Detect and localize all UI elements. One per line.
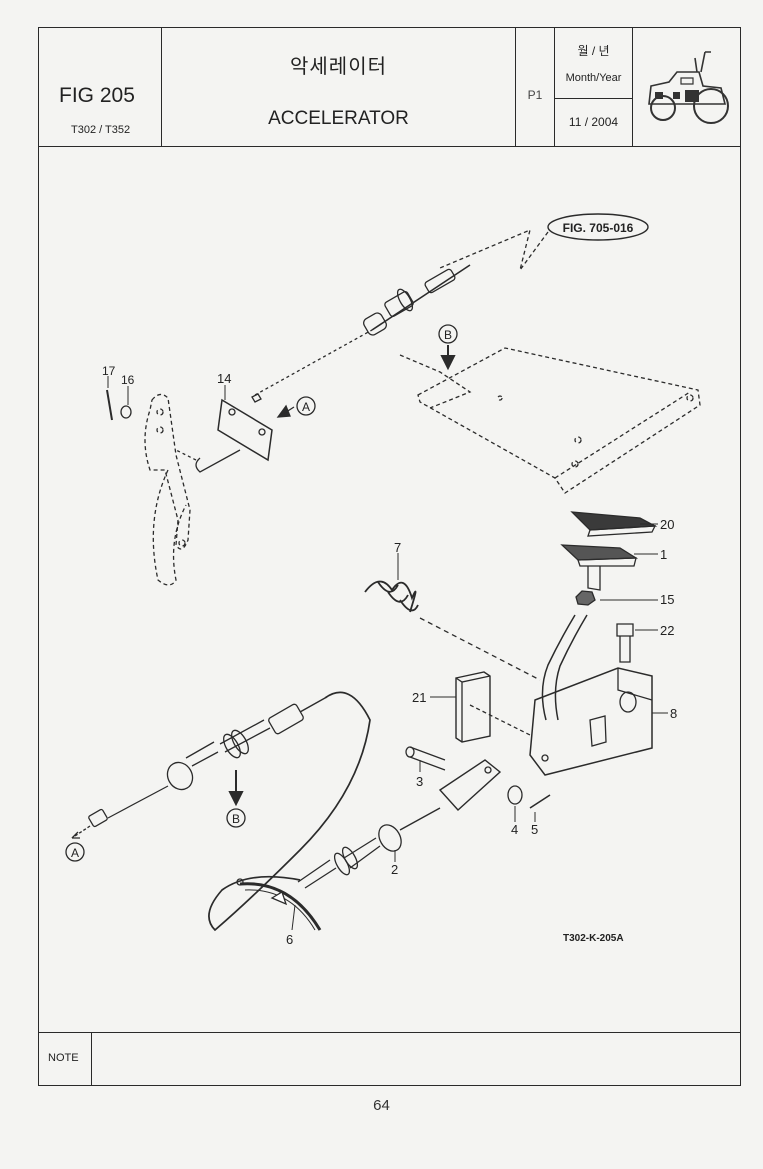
revision-date: 11 / 2004 (568, 115, 619, 129)
cable-loop (208, 691, 371, 932)
label-15: 15 (660, 592, 674, 607)
title-korean: 악세레이터 (290, 56, 387, 78)
split-pin-17 (106, 389, 113, 421)
label-6: 6 (286, 932, 293, 947)
label-4: 4 (511, 822, 518, 837)
upper-cable-assembly (251, 264, 471, 403)
title-cell: 악세레이터 ACCELERATOR (162, 28, 516, 146)
label-3: 3 (416, 774, 423, 789)
return-spring-7 (364, 580, 541, 681)
part-leader-lines (107, 376, 668, 931)
bolt-22 (616, 623, 634, 663)
title-english: ACCELERATOR (268, 108, 409, 129)
label-5: 5 (531, 822, 538, 837)
pedal-bracket-8 (529, 667, 653, 776)
pedal-arm (541, 614, 588, 721)
view-marker-a-upper: A (296, 396, 316, 416)
page-code: P1 (527, 88, 543, 102)
pedal-plate-1 (560, 544, 639, 591)
throttle-cable-2 (297, 807, 441, 889)
reference-leader (439, 228, 549, 271)
throttle-lever (144, 393, 191, 586)
block-leader (469, 704, 531, 736)
block-21 (455, 671, 491, 743)
fig-number: FIG 205 (59, 84, 135, 107)
nut-15 (575, 590, 596, 606)
label-16: 16 (121, 373, 135, 387)
label-21: 21 (412, 690, 426, 705)
cable-clip-6 (236, 878, 322, 931)
pedal-pad-20 (570, 511, 658, 537)
label-22: 22 (660, 623, 674, 638)
label-2: 2 (391, 862, 398, 877)
month-year-korean: 월 / 년 (577, 44, 610, 58)
washer-16 (120, 405, 132, 419)
note-label: NOTE (39, 1033, 92, 1085)
label-17: 17 (102, 364, 116, 378)
view-arrow-a-upper (276, 404, 295, 418)
part-labels: 14 17 16 20 1 15 22 8 21 7 3 4 5 2 6 (102, 364, 677, 947)
view-marker-a-lower: A (65, 842, 85, 862)
view-marker-b-upper: B (438, 324, 458, 344)
fig-reference-text: FIG. 705-016 (563, 221, 634, 235)
label-14: 14 (217, 371, 231, 386)
page-code-cell: P1 (516, 28, 555, 146)
clevis-pin-3 (405, 746, 446, 771)
view-marker-b-lower: B (226, 808, 246, 828)
fig-cell: FIG 205 T302 / T352 (39, 28, 162, 146)
washer-4 (507, 785, 523, 805)
label-1: 1 (660, 547, 667, 562)
split-pin-5 (529, 794, 551, 809)
label-20: 20 (660, 517, 674, 532)
svg-text:A: A (71, 846, 79, 860)
svg-text:B: B (232, 812, 240, 826)
svg-text:B: B (444, 328, 452, 342)
svg-text:A: A (302, 400, 310, 414)
pedal-mount-plate (399, 347, 701, 494)
label-8: 8 (670, 706, 677, 721)
note-row: NOTE (39, 1032, 740, 1085)
cable-clevis (438, 759, 502, 811)
date-label-box: 월 / 년 Month/Year (555, 28, 632, 99)
tractor-icon (648, 51, 729, 124)
model-list: T302 / T352 (71, 124, 131, 136)
page-frame: FIG 205 T302 / T352 악세레이터 ACCELERATOR P1… (38, 27, 741, 1086)
page-number: 64 (373, 1097, 390, 1114)
bracket-14 (175, 398, 273, 473)
month-year-label: Month/Year (565, 72, 622, 84)
label-7: 7 (394, 540, 401, 555)
cable-end-left (71, 697, 326, 839)
title-block: FIG 205 T302 / T352 악세레이터 ACCELERATOR P1… (39, 28, 740, 147)
fig-reference-callout: FIG. 705-016 (547, 213, 649, 241)
date-cell: 월 / 년 Month/Year 11 / 2004 (555, 28, 633, 146)
view-arrow-b-upper (440, 345, 456, 371)
view-arrow-b-lower (228, 770, 244, 807)
tractor-icon-cell (633, 28, 740, 146)
drawing-code: T302-K-205A (563, 933, 624, 944)
